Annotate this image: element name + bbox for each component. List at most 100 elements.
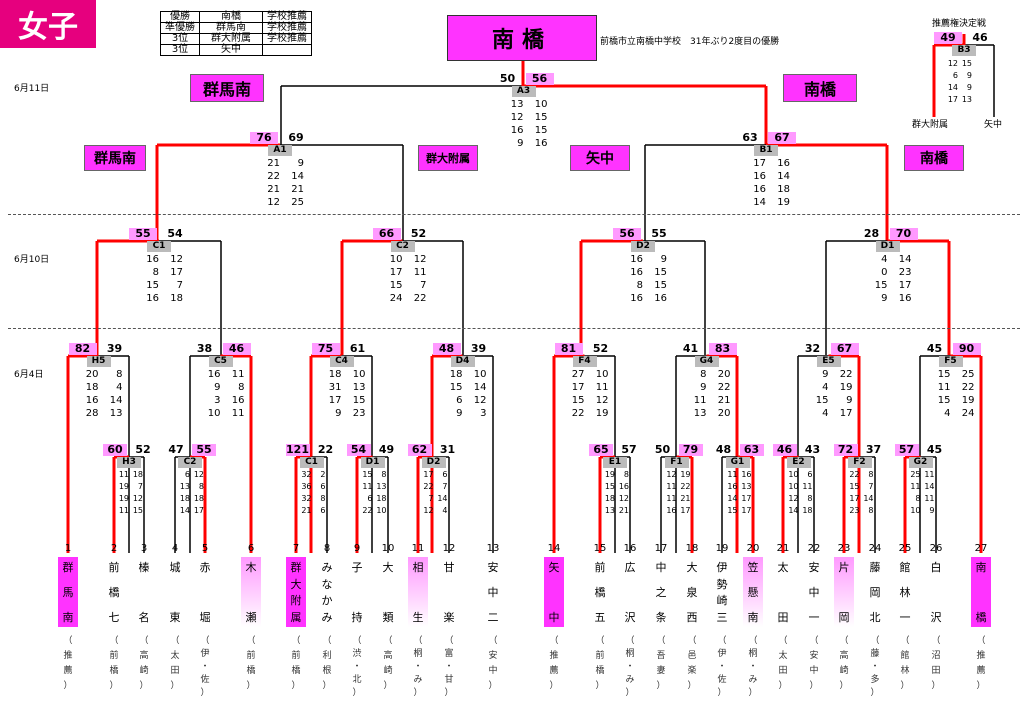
team-district: （館林）	[895, 627, 915, 697]
set-score: 15	[874, 280, 888, 291]
team-district: （前橋）	[104, 627, 124, 697]
set-score: 8	[198, 482, 204, 491]
set-score: 21	[291, 184, 304, 195]
set-score: 16	[618, 482, 629, 491]
set-score: 12	[473, 395, 487, 406]
district-char: ）	[900, 681, 910, 691]
set-score: 8	[152, 267, 159, 278]
set-score: 4	[944, 408, 951, 419]
set-score: 17	[170, 267, 183, 278]
set-score: 21	[680, 494, 691, 503]
team-district: （安中）	[804, 627, 824, 697]
set-score: 11	[118, 470, 129, 479]
team-name-char: 矢	[548, 561, 560, 574]
district-char: ）	[656, 681, 666, 691]
set-score: 4	[442, 506, 448, 515]
team-number: 16	[623, 543, 637, 554]
team-name: 白沢	[926, 557, 946, 627]
district-char: （	[322, 636, 332, 646]
district-char: （	[839, 636, 849, 646]
district-char: （	[809, 636, 819, 646]
team-district: （高崎）	[834, 627, 854, 697]
team-name-char: 北	[869, 611, 881, 624]
team-name-char: 崎	[716, 594, 728, 608]
results-row: 3位群大附属学校推薦	[160, 33, 312, 45]
district-char: ）	[63, 681, 73, 691]
champion-label: 南橋	[447, 15, 597, 61]
set-score: 24	[961, 408, 975, 419]
set-score: 14	[727, 494, 738, 503]
team-name-char: 生	[412, 611, 424, 624]
team-name-char: 榛	[138, 561, 150, 574]
set-score: 13	[352, 382, 366, 393]
recommend-title: 推薦権決定戦	[932, 19, 987, 29]
set-score: 18	[802, 506, 813, 515]
set-score: 15	[534, 125, 548, 136]
team-name-char: 前	[108, 561, 120, 574]
district-char: ）	[291, 681, 301, 691]
match-id: A1	[268, 145, 292, 156]
set-score: 11	[924, 470, 935, 479]
district-char: ）	[717, 688, 727, 698]
set-score: 18	[193, 494, 204, 503]
team-name-char: な	[321, 577, 333, 591]
match-score-left: 38	[196, 342, 213, 355]
district-char: （	[488, 636, 498, 646]
district-char: 田	[778, 666, 788, 676]
set-score: 28	[85, 408, 99, 419]
team-name-char: 類	[382, 611, 394, 624]
match-id: B1	[754, 145, 778, 156]
set-score: 11	[937, 382, 951, 393]
set-score: 12	[132, 494, 143, 503]
district-char: 吾	[656, 651, 666, 661]
team-number: 12	[442, 543, 456, 554]
team-name-char: 大	[290, 577, 302, 591]
set-score: 18	[85, 382, 99, 393]
match-score-right: 63	[739, 444, 764, 456]
team-name-char: み	[321, 561, 333, 574]
match-score-right: 70	[889, 228, 918, 240]
set-score: 11	[666, 482, 677, 491]
set-score: 22	[849, 470, 860, 479]
set-score: 8	[915, 494, 921, 503]
set-score: 22	[423, 482, 434, 491]
set-score: 15	[132, 506, 143, 515]
set-score: 12	[423, 506, 434, 515]
team-name-char: 岡	[838, 611, 850, 624]
set-score: 3	[214, 395, 221, 406]
set-score: 22	[362, 506, 373, 515]
team-name-char: 藤	[869, 561, 881, 574]
set-score: 16	[510, 125, 524, 136]
set-score: 19	[118, 482, 129, 491]
district-char: 太	[778, 651, 788, 661]
set-score: 16	[898, 293, 912, 304]
set-score: 17	[741, 506, 752, 515]
